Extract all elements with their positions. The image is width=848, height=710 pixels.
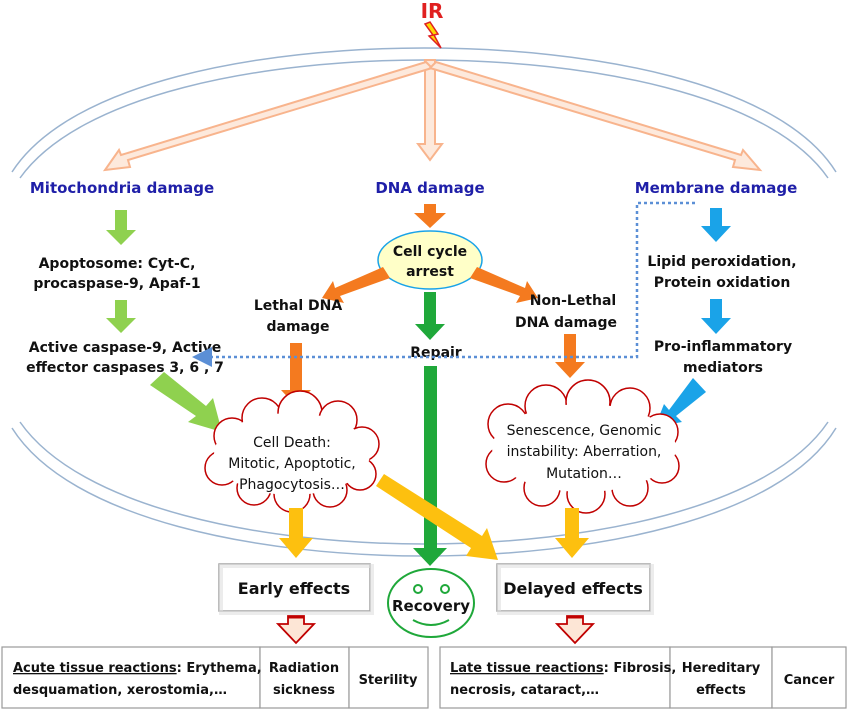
blue-arrow-2 [701, 299, 731, 334]
hereditary-line1: Hereditary [682, 661, 761, 676]
dotted-line-membrane [192, 201, 695, 367]
early-effects-box [218, 563, 374, 615]
late-tissue-rest: : Fibrosis, [604, 661, 677, 676]
green-arrow-to-repair [415, 292, 445, 340]
hereditary-line2: effects [696, 683, 746, 698]
green-arrow-to-recovery [413, 366, 447, 566]
apoptosome-line2: procaspase-9, Apaf-1 [33, 276, 200, 292]
bottom-right-table [439, 646, 847, 709]
cell-death-cloud [204, 390, 380, 513]
cell-cycle-line2: arrest [406, 264, 454, 280]
blue-arrow-diagonal [655, 378, 706, 427]
header-dna: DNA damage [375, 179, 484, 197]
green-arrow-1 [106, 210, 136, 245]
senescence-line2: instability: Aberration, [507, 444, 662, 460]
nonlethal-line2: DNA damage [515, 315, 617, 331]
early-effects-label: Early effects [238, 579, 350, 598]
sterility-label: Sterility [359, 673, 418, 688]
bottom-left-table [1, 646, 429, 709]
lethal-line1: Lethal DNA [254, 298, 343, 314]
ir-source: IR [421, 0, 444, 49]
ir-arrows [102, 59, 763, 172]
mediators-line1: Pro-inflammatory [654, 339, 792, 355]
down-arrow-left-icon [275, 615, 317, 645]
lipid-line2: Protein oxidation [654, 275, 791, 291]
recovery-label: Recovery [392, 597, 470, 615]
lightning-icon [423, 21, 442, 49]
delayed-effects-label: Delayed effects [503, 579, 643, 598]
senescence-line1: Senescence, Genomic [507, 423, 662, 439]
senescence-cloud [485, 379, 680, 514]
lethal-line2: damage [266, 319, 329, 335]
cell-cycle-arrest-oval [377, 230, 483, 290]
late-tissue-line1: Late tissue reactions: Fibrosis, [450, 661, 676, 676]
late-tissue-underlined: Late tissue reactions [450, 661, 604, 676]
down-arrow-right-icon [554, 615, 596, 645]
radiation-sickness-line2: sickness [273, 683, 335, 698]
green-arrow-2 [106, 300, 136, 333]
yellow-arrow-delayed [555, 508, 589, 558]
nonlethal-line1: Non-Lethal [530, 293, 616, 309]
ir-label: IR [421, 0, 444, 23]
lipid-line1: Lipid peroxidation, [647, 254, 796, 270]
header-mitochondria: Mitochondria damage [30, 179, 214, 197]
acute-tissue-line2: desquamation, xerostomia,… [13, 683, 227, 698]
caspases-line2: effector caspases 3, 6 , 7 [26, 360, 224, 376]
caspases-line1: Active caspase-9, Active [29, 340, 222, 356]
blue-arrow-1 [701, 208, 731, 242]
repair-label: Repair [410, 345, 462, 361]
acute-tissue-line1: Acute tissue reactions: Erythema, [13, 661, 262, 676]
acute-tissue-rest: : Erythema, [177, 661, 262, 676]
cancer-label: Cancer [784, 673, 835, 688]
ir-arrow-left [102, 60, 434, 172]
ir-arrow-center [416, 59, 444, 162]
orange-arrow-to-lethal [322, 267, 390, 303]
cell-death-line1: Cell Death: [253, 435, 331, 451]
yellow-arrow-cross [376, 474, 498, 560]
senescence-line3: Mutation… [546, 466, 622, 482]
yellow-arrow-early [279, 508, 313, 558]
orange-arrow-to-arrest [414, 204, 446, 228]
late-tissue-line2: necrosis, cataract,… [450, 683, 599, 698]
mediators-line2: mediators [683, 360, 763, 376]
green-arrow-diagonal [150, 372, 222, 432]
orange-arrow-lethal-down [281, 343, 311, 406]
delayed-effects-box [496, 563, 654, 615]
apoptosome-line1: Apoptosome: Cyt-C, [39, 256, 196, 272]
header-membrane: Membrane damage [635, 179, 798, 197]
cell-death-line3: Phagocytosis… [239, 477, 345, 493]
orange-arrow-to-nonlethal [470, 267, 538, 303]
acute-tissue-underlined: Acute tissue reactions [13, 661, 177, 676]
radiation-sickness-line1: Radiation [269, 661, 339, 676]
ir-arrow-right [428, 60, 763, 172]
cell-death-line2: Mitotic, Apoptotic, [228, 456, 356, 472]
cell-cycle-line1: Cell cycle [393, 244, 467, 260]
recovery-smiley-icon [387, 568, 475, 638]
